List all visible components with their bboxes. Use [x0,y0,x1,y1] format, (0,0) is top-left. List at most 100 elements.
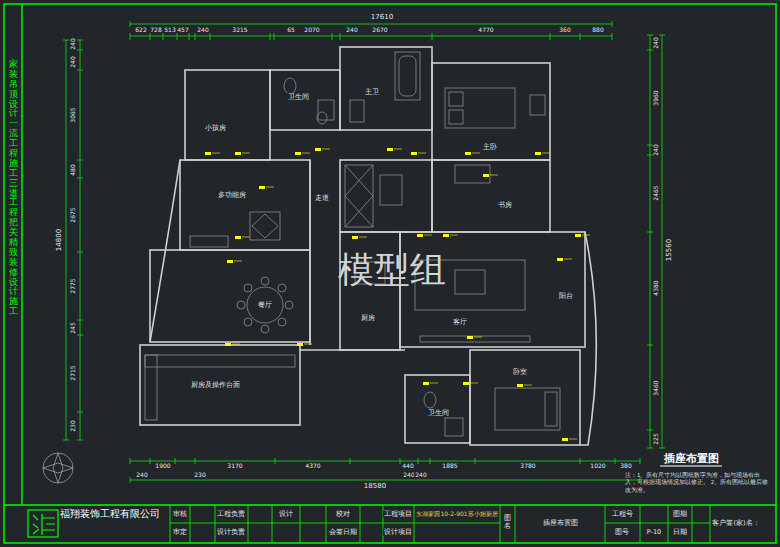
socket-symbol [463,382,469,385]
socket-symbol [424,235,432,236]
socket-symbol [474,337,482,338]
furniture [449,92,463,106]
title-block-grid [170,523,500,524]
dimension-value: 240 [196,27,209,33]
dimension-line [63,40,83,440]
socket-symbol [304,344,312,345]
dimension-value: 240 [70,55,76,68]
furniture [495,388,560,430]
dimension-line [130,480,640,481]
title-block-grid [360,505,361,543]
socket-symbol [352,236,358,239]
watermark: 模型组 [338,252,446,288]
socket-symbol [352,236,367,239]
title-block-text: 设计 [278,511,294,518]
wall [340,160,432,232]
socket-symbol [430,383,438,384]
socket-symbol [411,152,417,155]
dimension-line [130,36,612,37]
sheet-frame [4,4,776,543]
title-block-grid [605,505,606,543]
furniture [345,165,373,227]
note-text: 注：1、所有尺寸均以图纸数字为准，如与现场有出入，可根据现场情况加以修正。 2、… [625,472,770,494]
room-name: 小孩房 [205,125,226,132]
dimension-value: 240 [345,27,358,33]
socket-symbol [557,258,563,261]
dimension-value: 4370 [304,463,321,469]
furniture [318,100,334,120]
dimension-value: 2715 [70,364,76,381]
compass-symbol [43,453,73,483]
furniture [395,52,420,100]
socket-symbol [259,186,274,189]
socket-symbol [297,343,312,346]
dimension-value: 3215 [231,27,248,33]
furniture [399,56,416,96]
furniture [261,277,269,285]
socket-symbol [564,259,572,260]
room-label: 餐厅 [256,301,274,310]
dimension-value: 2775 [70,277,76,294]
room-label: 多功能房 [216,191,248,200]
socket-symbol [463,382,478,385]
room-label: 厨房及操作台面 [189,381,242,390]
dimension-value: 440 [401,463,414,469]
dimension-value: 3460 [653,379,659,396]
furniture [420,336,530,342]
sheet-frame [21,4,22,505]
furniture [278,318,286,326]
wall [140,345,300,425]
dimension-value: 17610 [370,14,394,21]
room-name: 客厅 [453,319,467,326]
furniture [380,175,402,205]
socket-symbol [235,152,250,155]
socket-symbol [483,174,498,177]
dimension-value: 2675 [70,206,76,223]
furniture [285,301,293,309]
dimension-value: 240 [70,37,76,50]
room-name: 卧室 [513,369,527,376]
wall [340,232,400,350]
dimension-value: 360 [558,27,571,33]
room-label: 卫生间 [426,409,451,418]
socket-symbol [205,148,590,441]
dimension-value: 3960 [653,89,659,106]
wall [470,350,580,445]
socket-symbol [234,261,242,262]
title-block-text: 日期 [672,529,688,536]
wall [185,70,270,160]
socket-symbol [205,152,211,155]
room-label: 卫生间 [286,93,311,102]
title-block-text: 工程负责 [216,511,246,518]
socket-symbol [322,149,330,150]
socket-symbol [450,235,458,236]
socket-symbol [225,343,240,346]
title-block-grid [190,505,191,543]
title-block-grid [170,505,171,543]
room-label: 客厅 [451,318,469,327]
socket-symbol [266,187,274,188]
title-block-text: 审定 [172,529,188,536]
furniture [247,287,283,323]
room-label: 主卫 [363,88,381,97]
furniture [244,284,252,292]
title-block-text: 客户签(家)名： [711,520,760,527]
dimension-line [662,35,663,448]
dimension-value: 4770 [477,27,494,33]
dimension-value: 480 [70,163,76,176]
socket-symbol [467,336,482,339]
dimension-value: 1885 [441,463,458,469]
dimension-value: 2070 [303,27,320,33]
title-block-grid [668,505,669,543]
dimension-value: 3780 [519,463,536,469]
furniture [284,78,296,94]
wall [150,250,310,342]
socket-symbol [575,234,590,237]
dimension-line [66,40,67,440]
title-block-grid [640,505,641,543]
socket-symbol [387,148,393,151]
socket-symbol [535,152,550,155]
wall [580,232,596,445]
socket-symbol [465,152,471,155]
company-logo [28,510,58,537]
